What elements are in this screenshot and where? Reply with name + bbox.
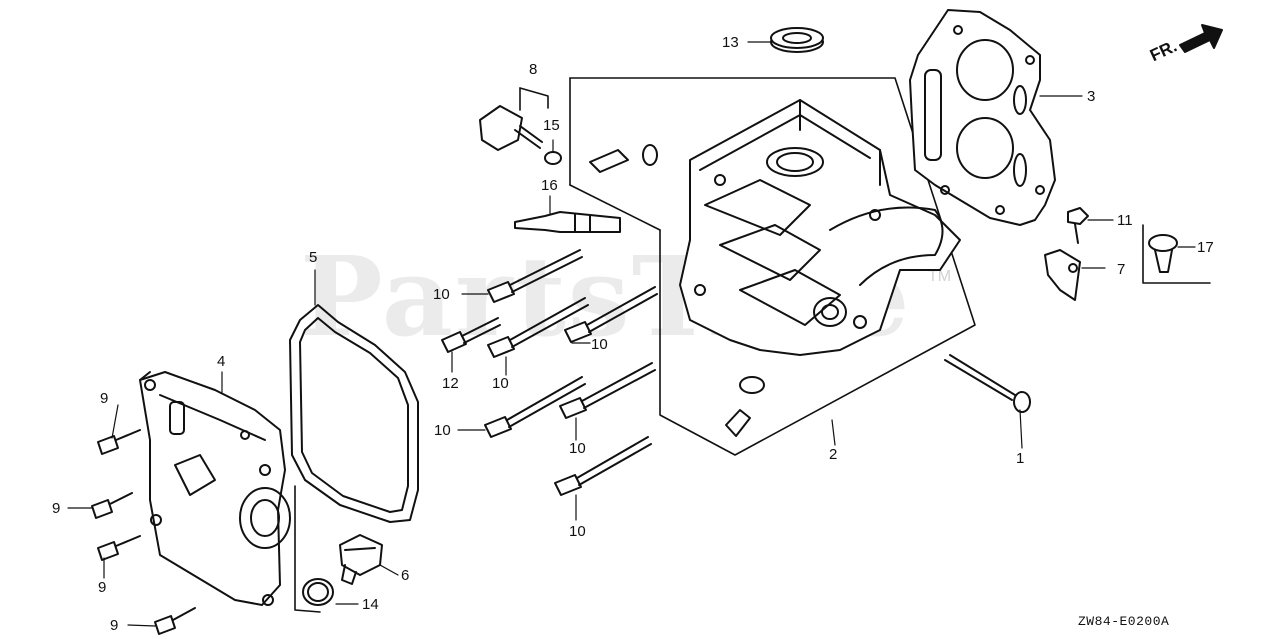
callout-6[interactable]: 6 xyxy=(401,567,410,584)
callout-7[interactable]: 7 xyxy=(1117,261,1126,278)
head-gasket xyxy=(909,9,1056,226)
callout-10[interactable]: 10 xyxy=(434,422,451,439)
leader-lines xyxy=(67,41,1196,627)
o-ring xyxy=(302,578,334,606)
head-cover-bracket xyxy=(294,485,321,613)
bolt-10 xyxy=(559,362,656,419)
callout-13[interactable]: 13 xyxy=(722,34,739,51)
callout-3[interactable]: 3 xyxy=(1087,88,1096,105)
callout-14[interactable]: 14 xyxy=(362,596,379,613)
cylinder-head xyxy=(679,99,961,356)
washer xyxy=(544,151,562,165)
temperature-sensor xyxy=(479,105,543,151)
sensor-bracket xyxy=(519,87,549,111)
callout-15[interactable]: 15 xyxy=(543,117,560,134)
flange-bolt-11 xyxy=(1067,207,1089,244)
callout-12[interactable]: 12 xyxy=(442,375,459,392)
callout-9[interactable]: 9 xyxy=(100,390,109,407)
watermark-trademark: TM xyxy=(928,268,952,285)
bolt-10 xyxy=(487,297,589,358)
bolt-9 xyxy=(154,607,196,635)
callout-11[interactable]: 11 xyxy=(1117,212,1133,229)
cylinder-head-bracket xyxy=(569,77,976,456)
head-cover-gasket xyxy=(289,304,419,523)
clip-bracket xyxy=(1142,224,1211,284)
head-cover xyxy=(139,371,291,606)
diagram-code: ZW84-E0200A xyxy=(1078,614,1170,629)
bolt-9 xyxy=(91,492,133,519)
oil-seal xyxy=(770,27,824,53)
callout-16[interactable]: 16 xyxy=(541,177,558,194)
stay-bracket xyxy=(1044,249,1081,301)
callout-8[interactable]: 8 xyxy=(529,61,538,78)
bolt-10 xyxy=(487,249,583,303)
bolt-10 xyxy=(564,286,658,343)
push-clip xyxy=(1148,234,1178,273)
callout-10[interactable]: 10 xyxy=(492,375,509,392)
bolt-9 xyxy=(97,535,141,561)
callout-2[interactable]: 2 xyxy=(829,446,838,463)
callout-10[interactable]: 10 xyxy=(569,440,586,457)
callout-10[interactable]: 10 xyxy=(569,523,586,540)
callout-10[interactable]: 10 xyxy=(433,286,450,303)
exhaust-valve xyxy=(944,354,1031,413)
callout-9[interactable]: 9 xyxy=(98,579,107,596)
bolt-10 xyxy=(484,376,586,438)
bolt-10 xyxy=(554,436,652,496)
bolt-9 xyxy=(97,429,141,455)
callout-4[interactable]: 4 xyxy=(217,353,226,370)
callout-9[interactable]: 9 xyxy=(110,617,119,634)
callout-1[interactable]: 1 xyxy=(1016,450,1025,467)
front-arrow xyxy=(1179,24,1223,53)
callout-5[interactable]: 5 xyxy=(309,249,318,266)
bolt-12 xyxy=(441,317,501,353)
oil-filler-cap xyxy=(339,534,383,585)
valve-guide xyxy=(589,144,765,437)
callout-10[interactable]: 10 xyxy=(591,336,608,353)
callout-9[interactable]: 9 xyxy=(52,500,61,517)
spark-plug xyxy=(514,211,621,233)
callout-17[interactable]: 17 xyxy=(1197,239,1214,256)
